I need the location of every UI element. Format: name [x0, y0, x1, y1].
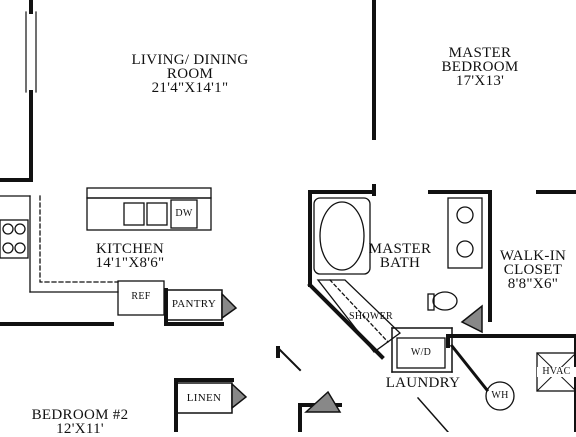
- walkin-name-line1: WALK-IN: [499, 248, 567, 264]
- refrigerator-label: REF: [131, 291, 151, 302]
- bedroom2-dims: 12'X11': [56, 421, 104, 437]
- bedroom2-name: BEDROOM #2: [31, 407, 129, 423]
- pantry-label: PANTRY: [171, 298, 217, 310]
- laundry-name: LAUNDRY: [385, 375, 461, 391]
- laundry-angled-wall: [449, 343, 490, 393]
- kitchen-name: KITCHEN: [96, 241, 164, 257]
- kitchen-counter: [0, 195, 165, 316]
- dishwasher-label: DW: [175, 208, 193, 219]
- kitchen-dims: 14'1"X8'6": [95, 255, 165, 271]
- laundry-walls: [391, 327, 453, 432]
- master-bedroom-name-line2: BEDROOM: [441, 59, 519, 75]
- master-bath-name-line2: BATH: [379, 255, 421, 271]
- walkin-dims: 8'8"X6": [507, 276, 559, 292]
- walkin-name-line2: CLOSET: [503, 262, 563, 278]
- shower-label: SHOWER: [348, 311, 394, 322]
- kitchen-island: [86, 187, 212, 231]
- washer-dryer-label: W/D: [410, 347, 432, 358]
- water-heater-label: WH: [491, 390, 509, 401]
- hall-door: [304, 390, 342, 413]
- washer-dryer-box: [396, 337, 446, 369]
- pantry-door: [221, 292, 238, 320]
- master-bedroom-name-line1: MASTER: [448, 45, 512, 61]
- living-room-dims: 21'4"X14'1": [151, 80, 229, 96]
- linen-label: LINEN: [186, 392, 222, 404]
- master-bath-name-line1: MASTER: [368, 241, 432, 257]
- master-bedroom-dims: 17'X13': [455, 73, 505, 89]
- linen-door: [231, 382, 248, 410]
- bath-fixtures: [313, 197, 483, 353]
- hvac-label: HVAC: [537, 367, 576, 377]
- bath-door: [460, 304, 483, 334]
- living-room-name-line2: ROOM: [166, 66, 214, 82]
- water-heater-tank: [485, 381, 515, 411]
- window-lines: [25, 11, 37, 93]
- living-room-name-line1: LIVING/ DINING: [131, 52, 249, 68]
- hall-wall: [276, 346, 302, 372]
